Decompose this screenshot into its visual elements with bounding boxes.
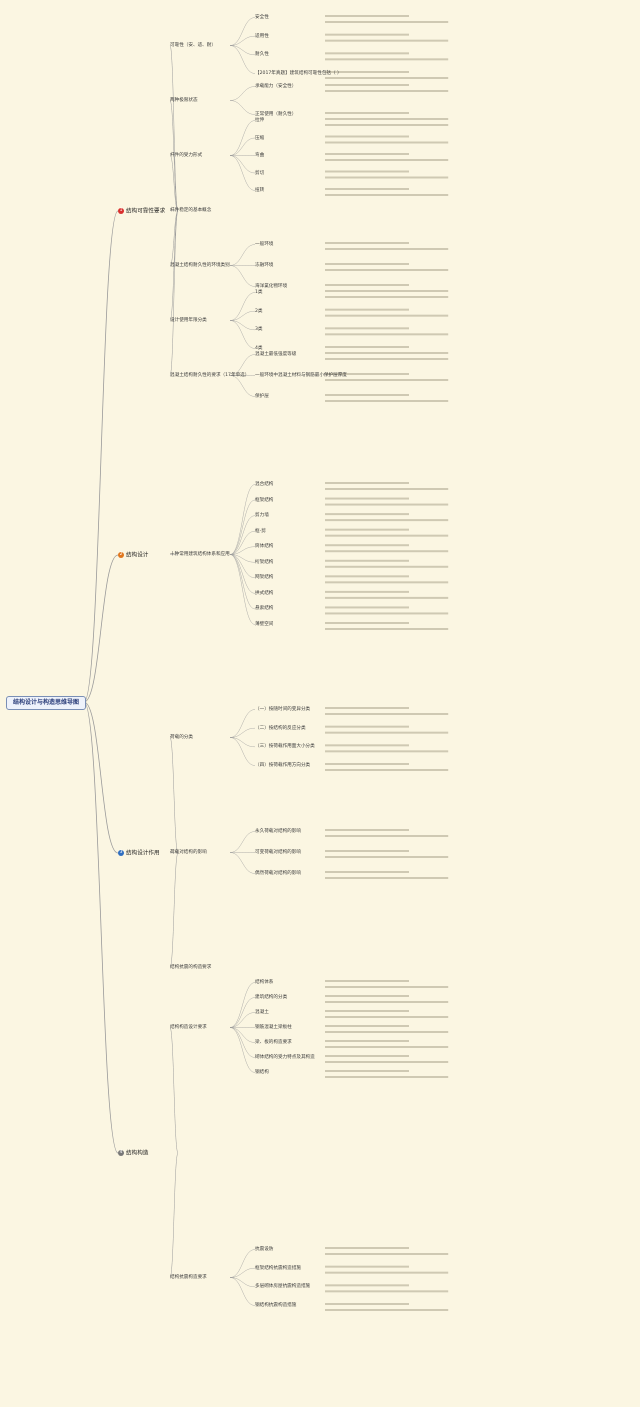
subitem-1-3-4[interactable]: 剪切 xyxy=(255,170,265,176)
subitem-1-6-4[interactable]: 4类 xyxy=(255,346,263,351)
root-node[interactable]: 结构设计与构造思维导图 xyxy=(6,696,86,710)
subitem-4-1-5[interactable]: 梁、板的构造要求 xyxy=(255,1040,292,1045)
subitem-4-1-3[interactable]: 混凝土 xyxy=(255,1010,269,1015)
branch-number-badge: 3 xyxy=(118,850,124,856)
subitem-2-1-6[interactable]: 桁架结构 xyxy=(255,559,274,565)
subitem-1-3-5[interactable]: 扭转 xyxy=(255,188,265,193)
item-3-2[interactable]: 荷载对结构的影响 xyxy=(170,850,207,855)
subitem-3-1-4[interactable]: （四）按荷载作用方向分类 xyxy=(255,763,311,768)
subitem-1-6-3[interactable]: 3类 xyxy=(255,327,263,333)
item-1-3[interactable]: 杆件的受力形式 xyxy=(170,153,203,158)
item-1-1[interactable]: 可靠性（安、适、耐） xyxy=(170,43,216,48)
subitem-4-2-1[interactable]: 抗震设防 xyxy=(255,1247,274,1252)
subitem-1-5-2[interactable]: 冻融环境 xyxy=(255,263,274,268)
subitem-2-1-9[interactable]: 悬索结构 xyxy=(255,606,274,612)
item-3-1[interactable]: 荷载的分类 xyxy=(170,735,193,740)
subitem-4-1-4[interactable]: 钢筋混凝土梁板柱 xyxy=(255,1025,292,1030)
item-1-6[interactable]: 设计使用年限分类 xyxy=(170,318,207,323)
branch-label: 结构可靠性要求 xyxy=(126,208,166,215)
subitem-1-7-2[interactable]: 一般环境中混凝土材料与钢筋最小保护层厚度 xyxy=(255,373,347,378)
item-1-2[interactable]: 两种极限状态 xyxy=(170,98,198,103)
item-1-7[interactable]: 混凝土结构耐久性的要求（17年单选） xyxy=(170,373,250,378)
branch-number-badge: 2 xyxy=(118,552,124,558)
subitem-2-1-8[interactable]: 拱式结构 xyxy=(255,590,274,596)
item-3-3[interactable]: 结构抗震的构造要求 xyxy=(170,965,212,970)
subitem-2-1-10[interactable]: 薄壁空间 xyxy=(255,622,274,627)
subitem-1-5-1[interactable]: 一般环境 xyxy=(255,242,274,247)
item-1-5[interactable]: 混凝土结构耐久性的环境类别 xyxy=(170,263,230,268)
subitem-4-2-2[interactable]: 框架结构抗震构造措施 xyxy=(255,1265,301,1271)
item-2-1[interactable]: 十种常用建筑结构体系和应用 xyxy=(170,552,230,557)
subitem-4-1-2[interactable]: 建筑结构的分类 xyxy=(255,995,288,1000)
subitem-1-5-3[interactable]: 海洋氯化物环境 xyxy=(255,284,288,289)
subitem-1-2-1[interactable]: 承载能力（安全性） xyxy=(255,84,297,89)
subitem-3-2-2[interactable]: 可变荷载对结构的影响 xyxy=(255,850,301,855)
subitem-2-1-1[interactable]: 混合结构 xyxy=(255,482,274,487)
subitem-1-3-1[interactable]: 拉伸 xyxy=(255,118,265,123)
subitem-4-2-4[interactable]: 钢结构抗震构造措施 xyxy=(255,1303,297,1308)
subitem-4-1-7[interactable]: 钢结构 xyxy=(255,1070,269,1075)
subitem-4-2-3[interactable]: 多层砌体房屋抗震构造措施 xyxy=(255,1284,311,1290)
subitem-1-6-2[interactable]: 2类 xyxy=(255,308,263,314)
item-4-2[interactable]: 结构抗震构造要求 xyxy=(170,1275,207,1280)
subitem-1-6-1[interactable]: 1类 xyxy=(255,290,263,295)
subitem-2-1-7[interactable]: 网架结构 xyxy=(255,575,274,581)
subitem-2-1-3[interactable]: 剪力墙 xyxy=(255,513,269,519)
subitem-2-1-5[interactable]: 筒体结构 xyxy=(255,544,274,550)
subitem-1-2-2[interactable]: 正常使用（耐久性） xyxy=(255,112,297,117)
subitem-2-1-2[interactable]: 框架结构 xyxy=(255,497,274,503)
subitem-3-2-1[interactable]: 永久荷载对结构的影响 xyxy=(255,829,301,834)
root-title: 结构设计与构造思维导图 xyxy=(12,699,79,706)
subitem-4-1-1[interactable]: 结构体系 xyxy=(255,980,274,985)
subitem-3-1-1[interactable]: （一）按随时间的变异分类 xyxy=(255,707,311,712)
subitem-4-1-6[interactable]: 砌体结构的受力特点及其构造 xyxy=(255,1055,315,1060)
subitem-1-1-3[interactable]: 耐久性 xyxy=(255,52,269,58)
branch-number-badge: 1 xyxy=(118,208,124,214)
subitem-3-2-3[interactable]: 偶然荷载对结构的影响 xyxy=(255,871,301,876)
subitem-1-1-4[interactable]: 【2017年真题】建筑结构可靠性包括（ ） xyxy=(255,71,342,76)
branch-label: 结构设计 xyxy=(126,552,149,559)
branch-number-badge: 4 xyxy=(118,1150,124,1156)
branch-label: 结构构造 xyxy=(126,1150,149,1157)
item-4-1[interactable]: 结构构造设计要求 xyxy=(170,1025,207,1030)
branch-label: 结构设计作用 xyxy=(126,850,160,857)
subitem-1-1-2[interactable]: 适用性 xyxy=(255,33,269,39)
subitem-2-1-4[interactable]: 框-剪 xyxy=(255,528,266,534)
item-1-4[interactable]: 杆件稳定的基本概念 xyxy=(170,208,212,213)
subitem-1-7-3[interactable]: 保护层 xyxy=(255,394,269,399)
subitem-3-1-3[interactable]: （三）按荷载作用面大小分类 xyxy=(255,744,315,750)
subitem-3-1-2[interactable]: （二）按结构的反应分类 xyxy=(255,725,306,731)
subitem-1-3-2[interactable]: 压缩 xyxy=(255,135,265,141)
subitem-1-3-3[interactable]: 弯曲 xyxy=(255,153,265,158)
subitem-1-7-1[interactable]: 混凝土最低强度等级 xyxy=(255,352,297,357)
subitem-1-1-1[interactable]: 安全性 xyxy=(255,15,269,20)
